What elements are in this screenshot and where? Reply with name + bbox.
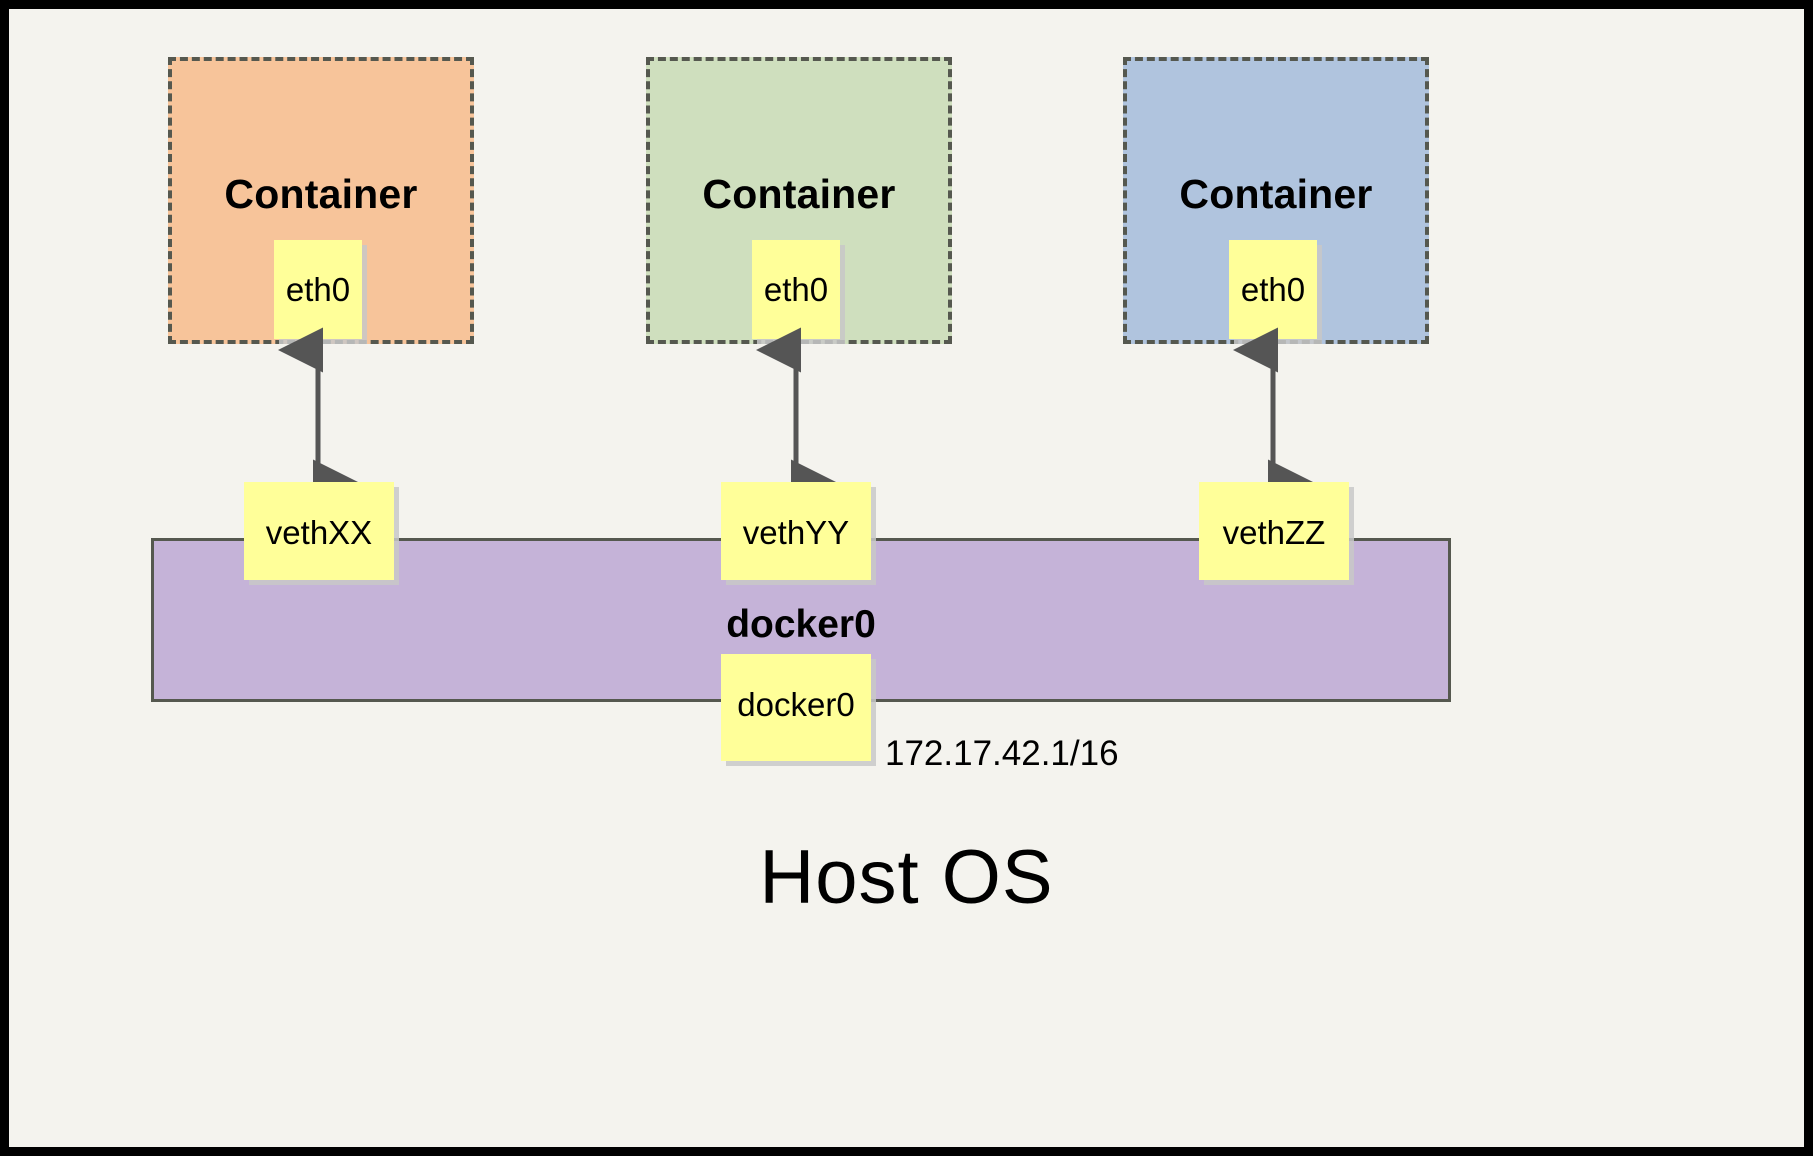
eth0-label-2: eth0 (763, 271, 829, 308)
veth-interface-box-1: vethXX (244, 482, 394, 580)
docker0-interface-box: docker0 (721, 654, 871, 761)
veth-label-3: vethZZ (1222, 514, 1326, 551)
docker0-bridge-label: docker0 (726, 603, 876, 646)
docker0-ip-address: 172.17.42.1/16 (885, 734, 1119, 773)
eth0-interface-box-2: eth0 (752, 240, 840, 339)
veth-label-2: vethYY (742, 514, 850, 551)
connector-arrow-2 (756, 327, 836, 505)
container-title-3: Container (1179, 171, 1373, 217)
eth0-interface-box-3: eth0 (1229, 240, 1317, 339)
host-os-title: Host OS (759, 835, 1054, 920)
veth-interface-box-3: vethZZ (1199, 482, 1349, 580)
docker0-interface-label: docker0 (737, 686, 855, 723)
eth0-label-1: eth0 (285, 271, 351, 308)
veth-interface-box-2: vethYY (721, 482, 871, 580)
connector-arrow-3 (1233, 327, 1313, 505)
container-title-1: Container (224, 171, 418, 217)
container-title-2: Container (702, 171, 896, 217)
eth0-interface-box-1: eth0 (274, 240, 362, 339)
connector-arrow-1 (278, 327, 358, 505)
eth0-label-3: eth0 (1240, 271, 1306, 308)
veth-label-1: vethXX (265, 514, 373, 551)
